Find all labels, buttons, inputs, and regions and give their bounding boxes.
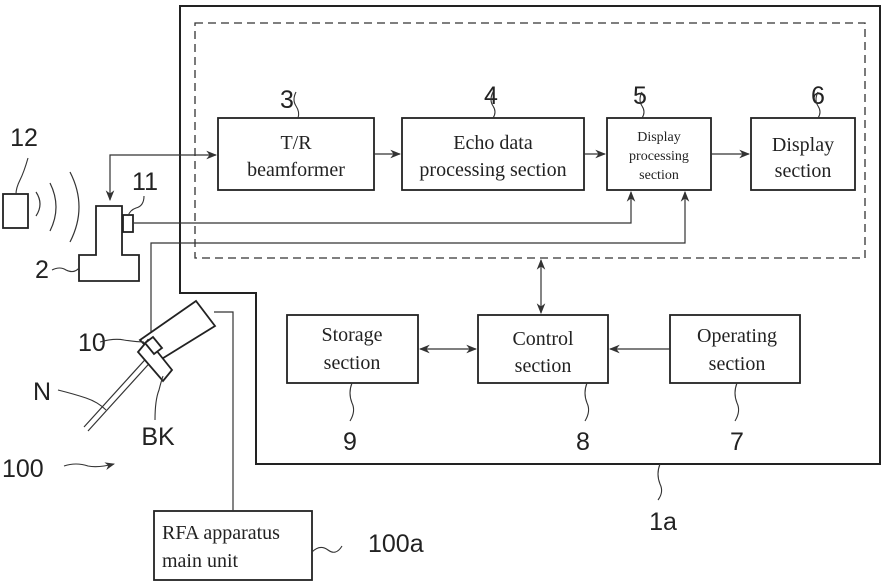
block-control-line2: section bbox=[515, 355, 572, 377]
block-tr-beamformer-line2: beamformer bbox=[247, 159, 345, 181]
leader-8 bbox=[585, 383, 589, 421]
leader-11 bbox=[128, 196, 144, 216]
ref-10: 10 bbox=[78, 329, 106, 357]
sensor-11 bbox=[123, 215, 133, 232]
block-display-processing-line1: Display bbox=[637, 130, 681, 145]
wave-icon-3 bbox=[70, 172, 79, 242]
wave-icon-1 bbox=[36, 192, 40, 216]
leader-2 bbox=[52, 268, 79, 272]
block-echo-data-processing: Echo data processing section bbox=[402, 118, 584, 190]
block-operating-section: Operating section bbox=[670, 315, 800, 383]
ref-12: 12 bbox=[10, 124, 38, 152]
arrow-probe-beamformer bbox=[110, 155, 216, 200]
block-display-processing-line3: section bbox=[639, 168, 679, 183]
ref-1a: 1a bbox=[649, 508, 677, 536]
arrow-sensor-to-display-processing bbox=[134, 192, 631, 223]
ref-3: 3 bbox=[280, 86, 294, 114]
ref-8: 8 bbox=[576, 428, 590, 456]
needle-N bbox=[84, 352, 152, 427]
needle-N-edge bbox=[88, 356, 156, 431]
leader-1a bbox=[658, 464, 662, 500]
block-tr-beamformer-line1: T/R bbox=[280, 132, 312, 154]
needle-assembly bbox=[84, 301, 215, 431]
block-rfa-main-unit: RFA apparatus main unit bbox=[154, 511, 312, 580]
block-display-section-line1: Display bbox=[772, 134, 834, 156]
leader-9 bbox=[350, 383, 354, 421]
block-storage-section: Storage section bbox=[287, 315, 418, 383]
block-control-line1: Control bbox=[512, 328, 574, 350]
leader-100a bbox=[312, 546, 342, 552]
ref-11: 11 bbox=[132, 168, 158, 196]
block-tr-beamformer: T/R beamformer bbox=[218, 118, 374, 190]
ref-100a: 100a bbox=[368, 530, 424, 558]
wave-icon-2 bbox=[50, 183, 56, 231]
ref-9: 9 bbox=[343, 428, 357, 456]
block-control-section: Control section bbox=[478, 315, 608, 383]
apparatus-body-outline bbox=[180, 6, 880, 464]
block-display-section-line2: section bbox=[775, 160, 832, 182]
transmitter-12 bbox=[3, 194, 28, 228]
block-display-section: Display section bbox=[751, 118, 855, 190]
block-storage-line2: section bbox=[324, 352, 381, 374]
block-echo-data-line2: processing section bbox=[419, 159, 566, 181]
block-display-processing-line2: processing bbox=[629, 149, 689, 164]
block-rfa-line2: main unit bbox=[162, 550, 239, 572]
leader-BK bbox=[155, 376, 163, 420]
arrow-100-icon bbox=[64, 464, 114, 467]
ref-N: N bbox=[33, 378, 51, 406]
ref-100: 100 bbox=[2, 455, 44, 483]
leader-N bbox=[58, 390, 106, 410]
leader-10 bbox=[100, 339, 144, 342]
ref-2: 2 bbox=[35, 256, 49, 284]
line-needle-to-rfa bbox=[214, 312, 233, 511]
block-display-processing: Display processing section bbox=[607, 118, 711, 190]
leader-12 bbox=[16, 158, 28, 194]
ref-BK: BK bbox=[141, 423, 175, 451]
leader-7 bbox=[735, 383, 739, 421]
block-storage-line1: Storage bbox=[321, 324, 382, 346]
ref-7: 7 bbox=[730, 428, 744, 456]
block-echo-data-line1: Echo data bbox=[453, 132, 533, 154]
block-operating-line1: Operating bbox=[697, 325, 777, 347]
block-operating-line2: section bbox=[709, 353, 766, 375]
block-rfa-line1: RFA apparatus bbox=[162, 522, 280, 544]
leader-3 bbox=[294, 92, 299, 118]
